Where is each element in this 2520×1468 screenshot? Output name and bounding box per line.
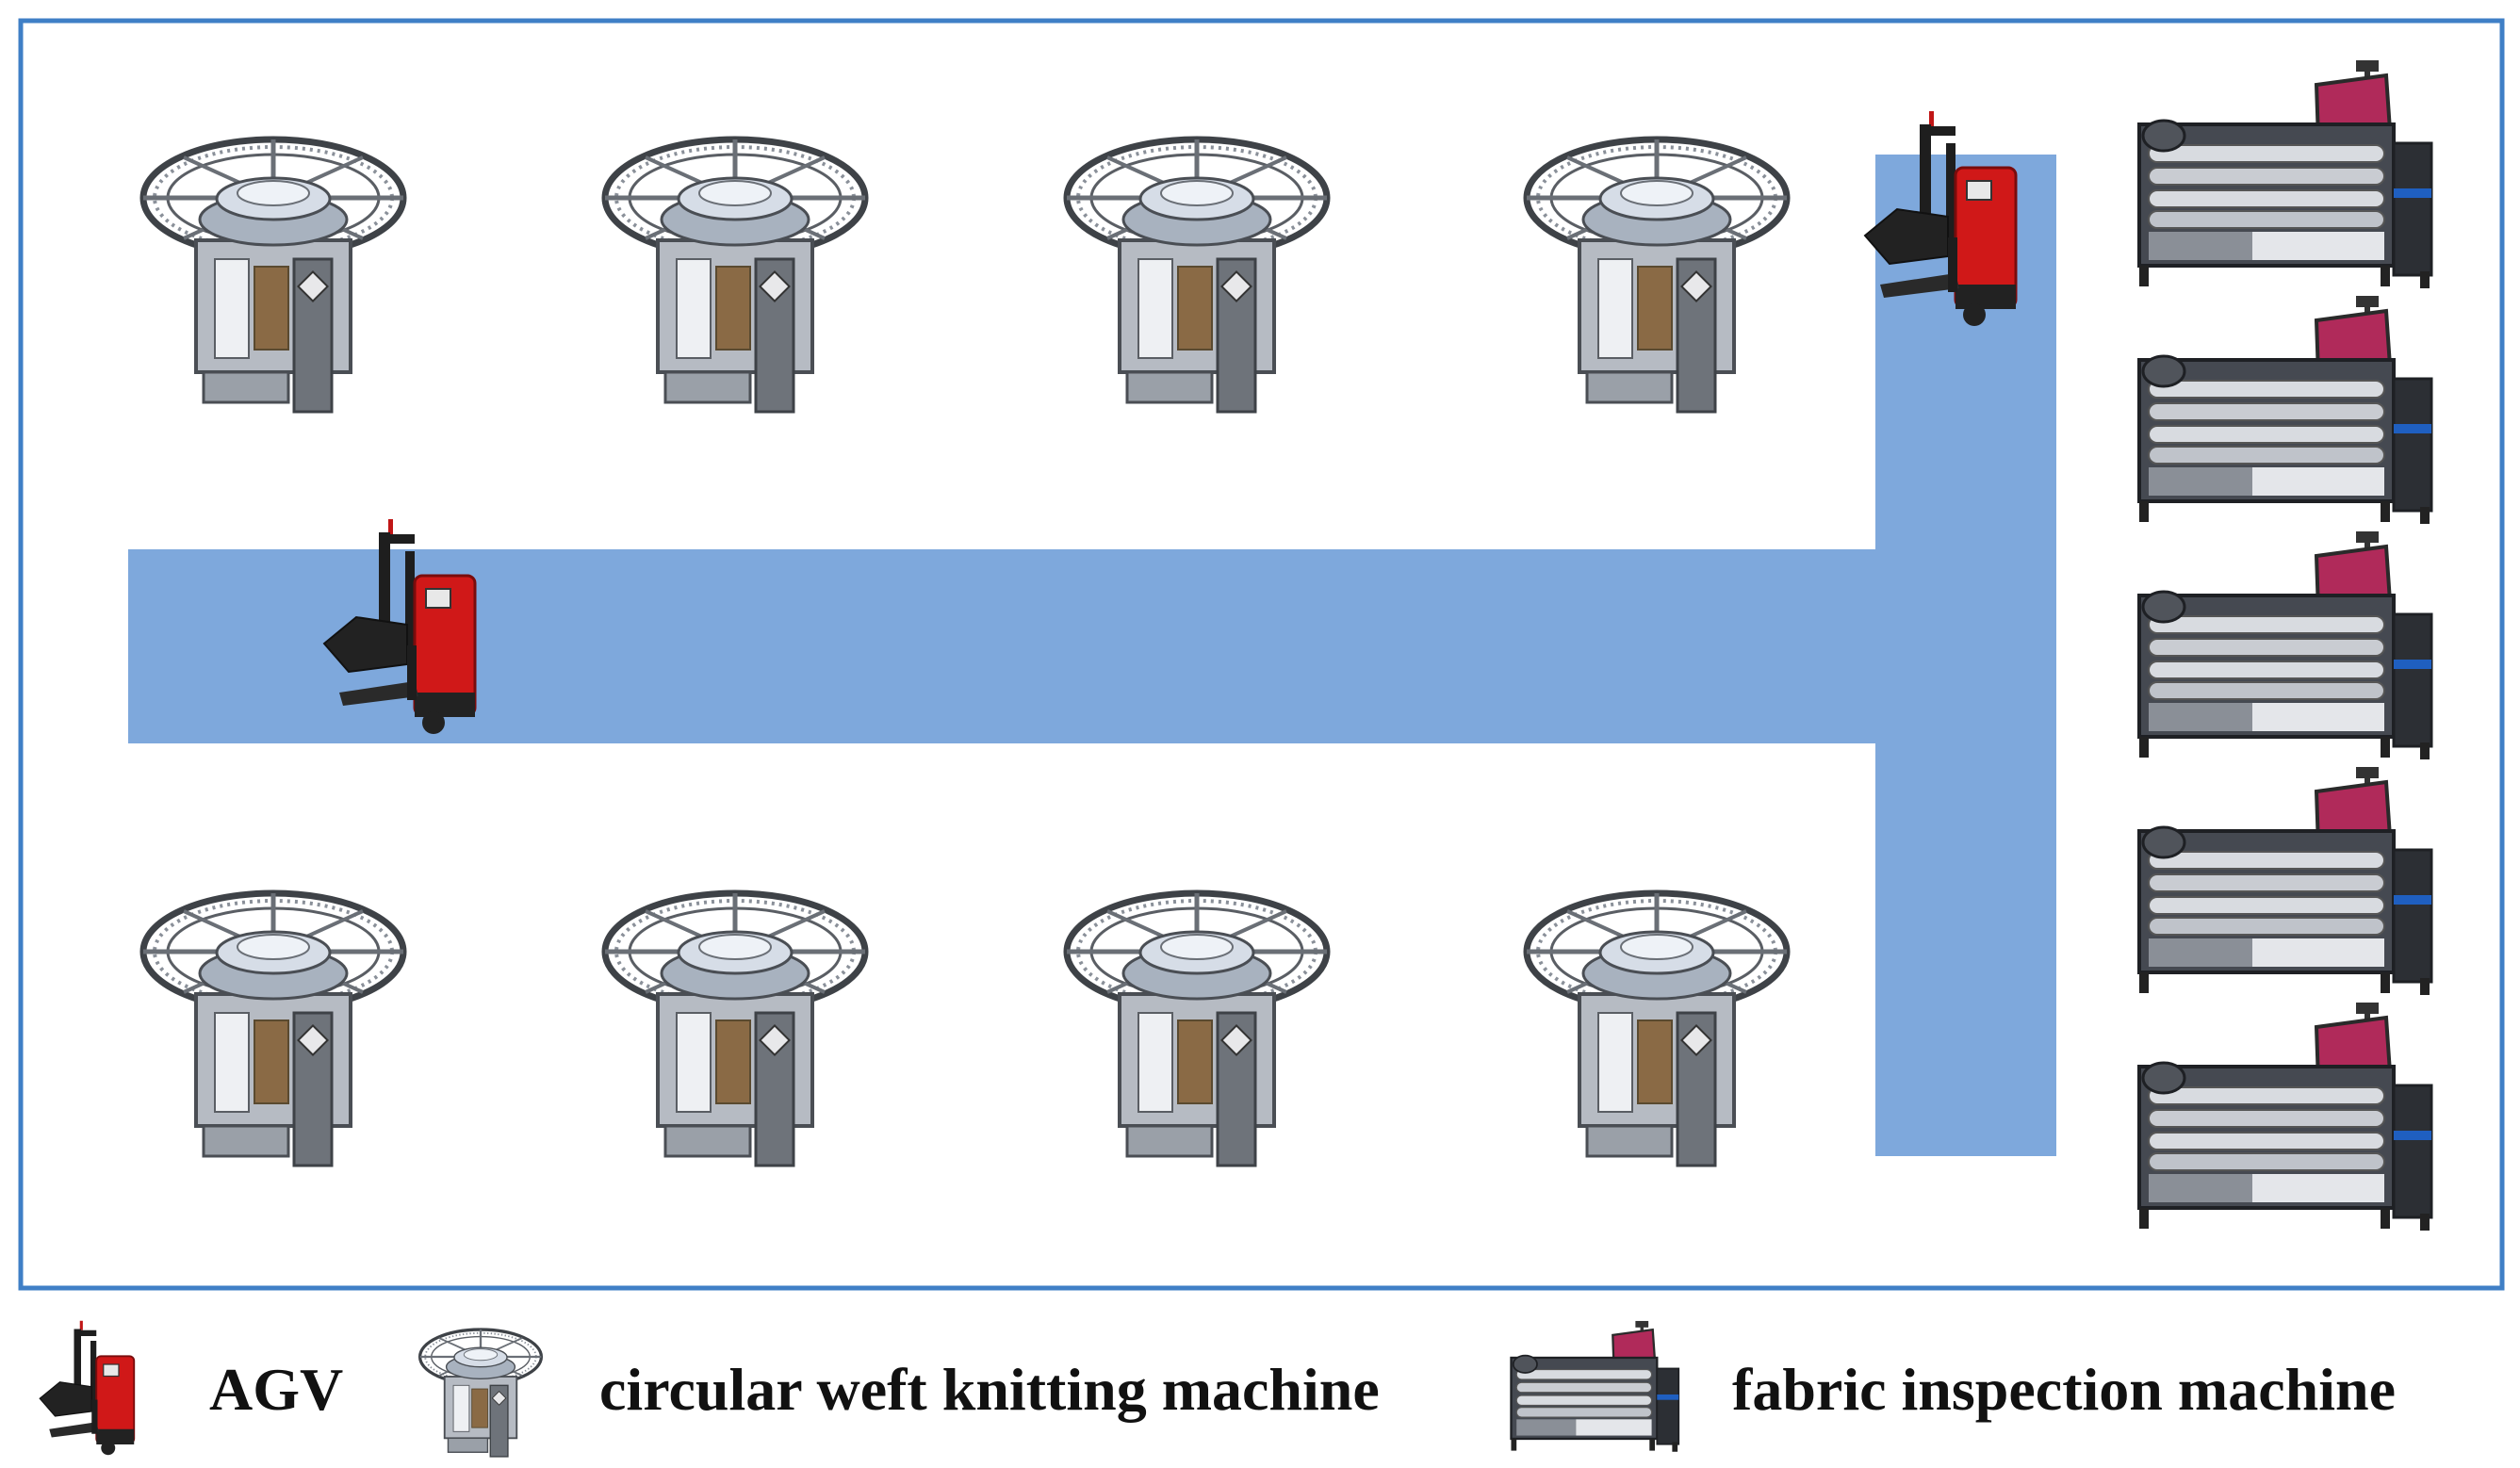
legend-agv-label: AGV — [209, 1356, 344, 1423]
legend-agv-icon — [39, 1319, 136, 1457]
legend-knitting-icon — [417, 1328, 544, 1459]
legend-inspection-icon — [1509, 1319, 1681, 1454]
legend-knitting-label: circular weft knitting machine — [599, 1356, 1380, 1423]
legend-inspection-label: fabric inspection machine — [1732, 1356, 2396, 1423]
